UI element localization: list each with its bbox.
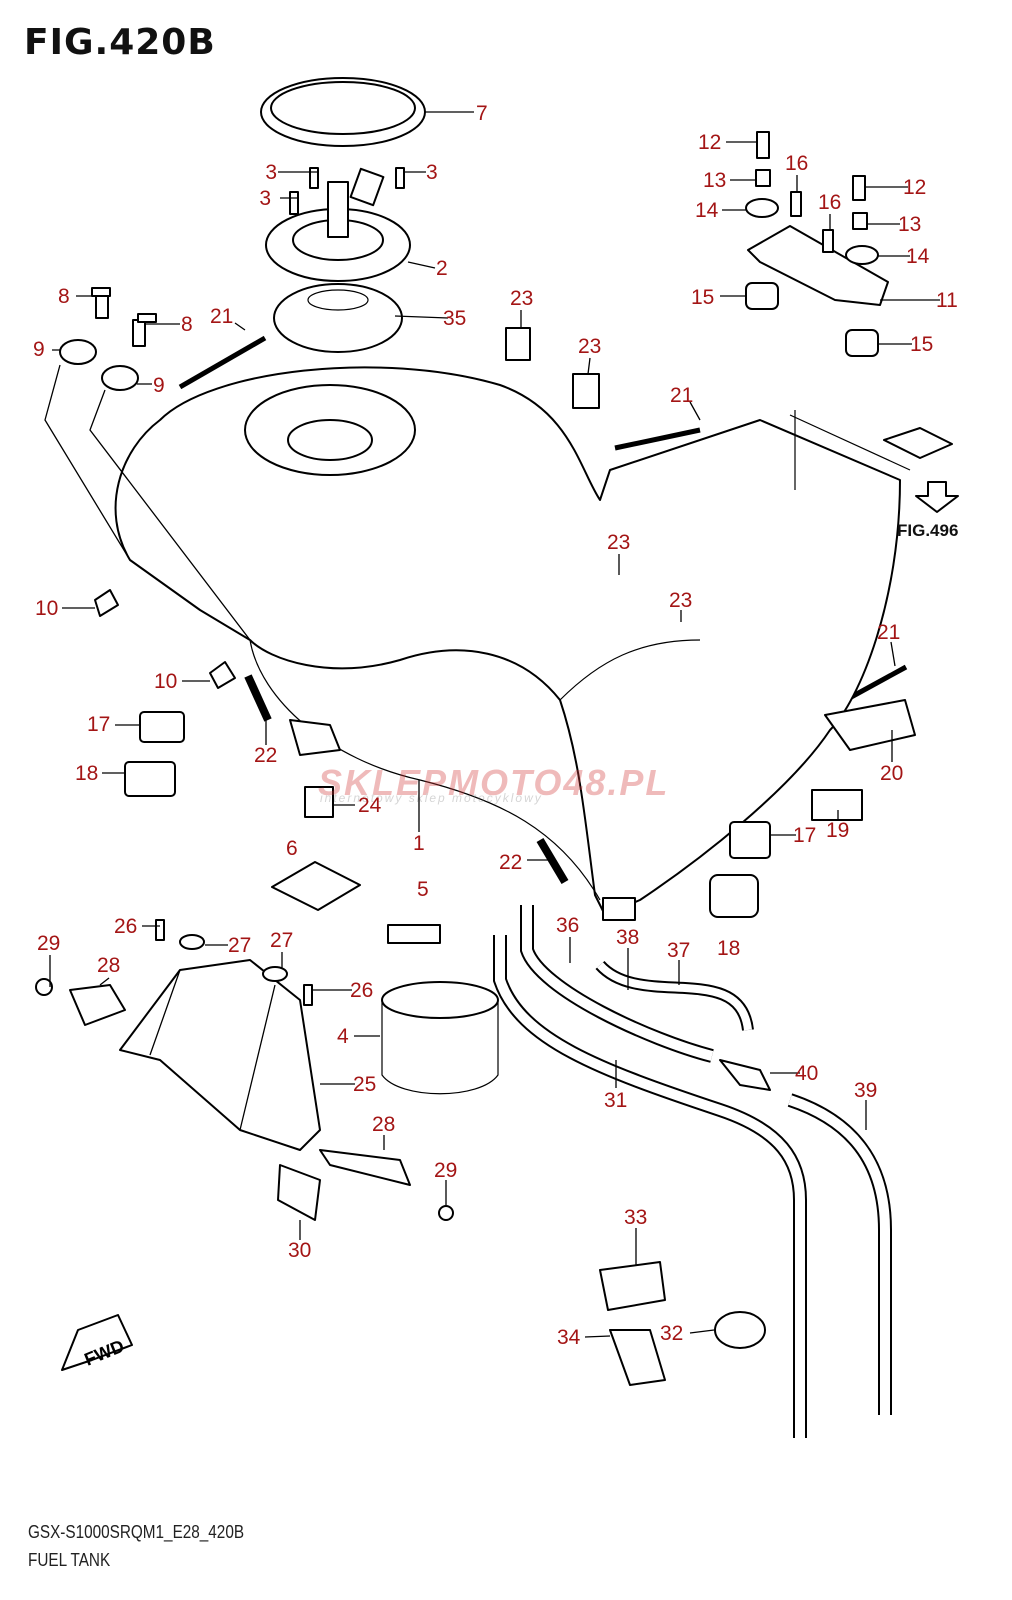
callout: 9 xyxy=(33,338,45,361)
callout: 26 xyxy=(114,915,137,938)
callout: 22 xyxy=(499,851,522,874)
callout: 22 xyxy=(254,744,277,767)
callout: 23 xyxy=(607,531,630,554)
part-hoses xyxy=(493,905,892,1438)
callout: 33 xyxy=(624,1206,647,1229)
callout: 14 xyxy=(906,245,930,268)
svg-text:internetowy sklep motocyklowy: internetowy sklep motocyklowy xyxy=(320,791,543,805)
callout: 21 xyxy=(670,384,693,407)
callout: 8 xyxy=(181,313,193,336)
callout: 26 xyxy=(350,979,373,1002)
callout: 32 xyxy=(660,1322,683,1345)
part-bolts-dampers xyxy=(59,287,157,391)
callout: 28 xyxy=(97,954,120,977)
callout: 37 xyxy=(667,939,690,962)
callout: 14 xyxy=(695,199,719,222)
part-fuel-cap xyxy=(265,167,411,353)
callout: 3 xyxy=(259,187,271,210)
callout: 12 xyxy=(903,176,926,199)
figure-title: FIG.420B xyxy=(24,22,216,63)
callout: 34 xyxy=(557,1326,581,1349)
callout: 31 xyxy=(604,1089,627,1112)
callout: 1 xyxy=(413,832,425,855)
callout: 17 xyxy=(87,713,110,736)
callout: 10 xyxy=(154,670,177,693)
callout: 20 xyxy=(880,762,903,785)
callout: 38 xyxy=(616,926,639,949)
callout: 17 xyxy=(793,824,816,847)
callout: 15 xyxy=(691,286,714,309)
part-screws xyxy=(289,167,405,215)
callout: 9 xyxy=(153,374,165,397)
callout: 39 xyxy=(854,1079,877,1102)
callout: 18 xyxy=(75,762,98,785)
callout: 16 xyxy=(818,191,841,214)
model-code: GSX-S1000SRQM1_E28_420B xyxy=(28,1522,245,1542)
reference-fig-label: FIG.496 xyxy=(897,521,958,540)
callout: 35 xyxy=(443,307,466,330)
callout: 15 xyxy=(910,333,933,356)
callout: 25 xyxy=(353,1073,376,1096)
callout: 3 xyxy=(426,161,438,184)
callout: 36 xyxy=(556,914,579,937)
callout: 18 xyxy=(717,937,740,960)
callout: 24 xyxy=(358,794,382,817)
diagram-name: FUEL TANK xyxy=(28,1550,111,1570)
callout: 40 xyxy=(795,1062,818,1085)
svg-text:SKLEPMOTO48.PL: SKLEPMOTO48.PL xyxy=(318,762,669,803)
callout: 16 xyxy=(785,152,808,175)
callout: 29 xyxy=(37,932,60,955)
part-seal-ring xyxy=(260,77,426,147)
callout: 11 xyxy=(936,289,958,312)
callout: 28 xyxy=(372,1113,395,1136)
callout: 13 xyxy=(703,169,726,192)
callout: 27 xyxy=(270,929,293,952)
callout: 30 xyxy=(288,1239,311,1262)
callout: 12 xyxy=(698,131,721,154)
callout: 4 xyxy=(337,1025,349,1048)
callout: 7 xyxy=(476,102,488,125)
callout: 21 xyxy=(210,305,233,328)
callout: 2 xyxy=(436,257,448,280)
callouts: 7 3 3 3 2 35 8 8 9 9 21 21 21 23 23 23 2… xyxy=(33,102,958,1349)
callout: 23 xyxy=(669,589,692,612)
callout: 23 xyxy=(510,287,533,310)
reference-arrow xyxy=(883,427,959,513)
callout: 6 xyxy=(286,837,298,860)
part-misc xyxy=(94,589,916,944)
callout: 13 xyxy=(898,213,921,236)
leader-lines xyxy=(44,111,940,1338)
callout: 23 xyxy=(578,335,601,358)
part-bracket xyxy=(745,131,889,357)
callout: 29 xyxy=(434,1159,457,1182)
watermark-logo: SKLEPMOTO48.PL internetowy sklep motocyk… xyxy=(318,762,669,805)
callout: 8 xyxy=(58,285,70,308)
callout: 21 xyxy=(877,621,900,644)
part-fuel-tank xyxy=(114,366,911,916)
callout: 3 xyxy=(265,161,277,184)
callout: 19 xyxy=(826,819,849,842)
fwd-arrow: FWD xyxy=(61,1314,133,1371)
callout: 5 xyxy=(417,878,429,901)
callout: 10 xyxy=(35,597,58,620)
callout: 27 xyxy=(228,934,251,957)
